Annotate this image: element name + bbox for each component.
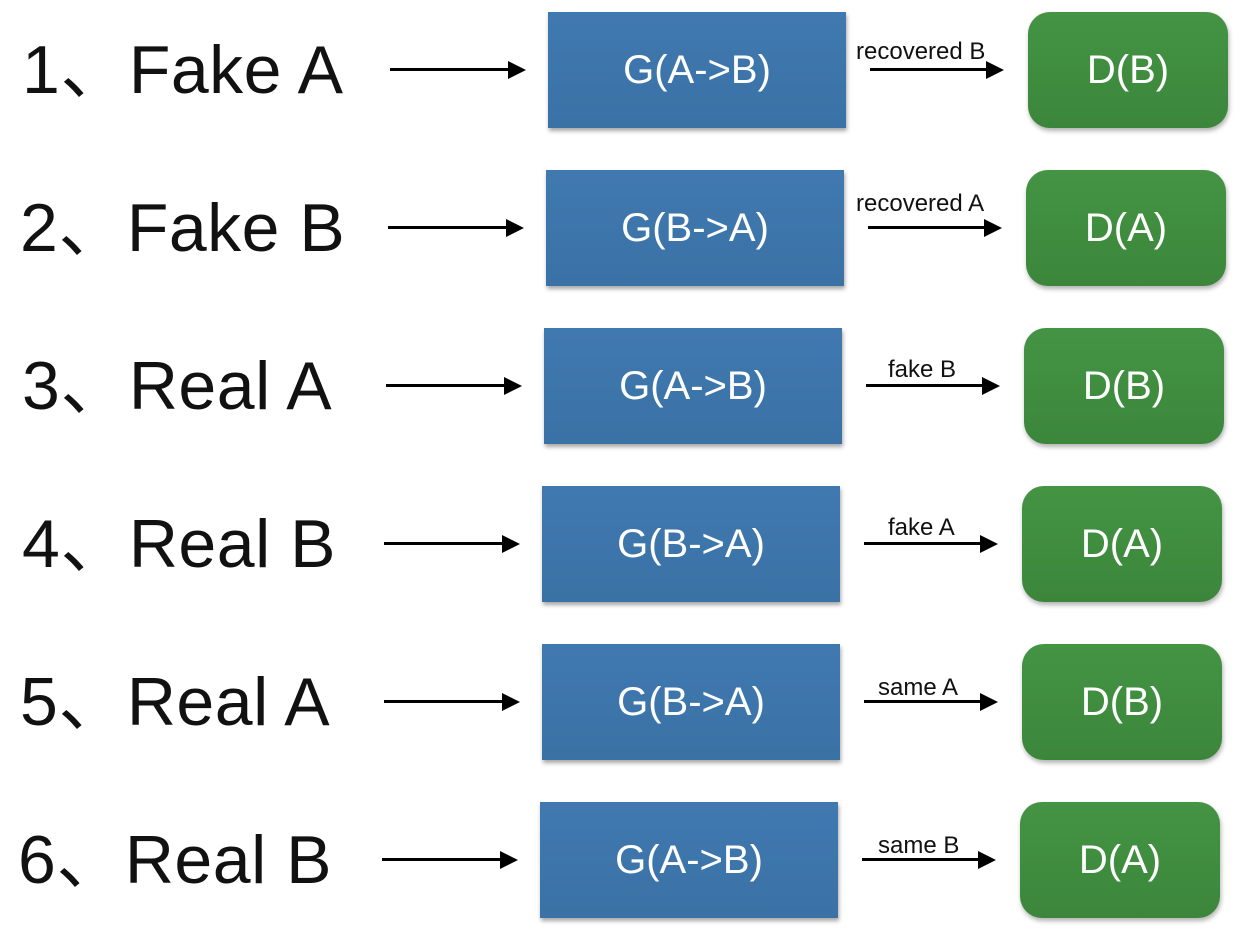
generator-box: G(B->A) bbox=[542, 486, 840, 602]
input-arrow bbox=[382, 848, 518, 872]
output-arrow bbox=[864, 690, 1000, 714]
edge-label: same A bbox=[878, 674, 959, 701]
edge-label: same B bbox=[878, 832, 960, 859]
edge-label: fake B bbox=[888, 356, 957, 383]
generator-box: G(B->A) bbox=[542, 644, 840, 760]
diagram-row-6: 6、Real B G(A->B) same B D(A) bbox=[0, 800, 1244, 920]
row-label: 5、Real A bbox=[20, 664, 331, 740]
discriminator-box: D(B) bbox=[1022, 644, 1222, 760]
diagram-row-4: 4、Real B G(B->A) fake A D(A) bbox=[0, 484, 1244, 604]
row-label: 1、Fake A bbox=[22, 32, 344, 108]
output-arrow bbox=[866, 374, 1002, 398]
row-label: 2、Fake B bbox=[20, 190, 346, 266]
input-arrow bbox=[386, 374, 522, 398]
row-label: 4、Real B bbox=[22, 506, 336, 582]
input-arrow bbox=[384, 532, 520, 556]
generator-box: G(A->B) bbox=[548, 12, 846, 128]
diagram-row-3: 3、Real A G(A->B) fake B D(B) bbox=[0, 326, 1244, 446]
discriminator-box: D(A) bbox=[1022, 486, 1222, 602]
generator-box: G(B->A) bbox=[546, 170, 844, 286]
row-label: 3、Real A bbox=[22, 348, 333, 424]
diagram-row-2: 2、Fake B G(B->A) recovered A D(A) bbox=[0, 168, 1244, 288]
discriminator-box: D(A) bbox=[1020, 802, 1220, 918]
output-arrow bbox=[870, 58, 1006, 82]
output-arrow bbox=[868, 216, 1004, 240]
diagram-row-1: 1、Fake A G(A->B) recovered B D(B) bbox=[0, 10, 1244, 130]
output-arrow bbox=[864, 532, 1000, 556]
input-arrow bbox=[390, 58, 526, 82]
edge-label: recovered B bbox=[856, 38, 986, 65]
input-arrow bbox=[384, 690, 520, 714]
discriminator-box: D(B) bbox=[1024, 328, 1224, 444]
row-label: 6、Real B bbox=[18, 822, 332, 898]
generator-box: G(A->B) bbox=[544, 328, 842, 444]
edge-label: recovered A bbox=[856, 190, 985, 217]
output-arrow bbox=[862, 848, 998, 872]
generator-box: G(A->B) bbox=[540, 802, 838, 918]
discriminator-box: D(B) bbox=[1028, 12, 1228, 128]
diagram-row-5: 5、Real A G(B->A) same A D(B) bbox=[0, 642, 1244, 762]
discriminator-box: D(A) bbox=[1026, 170, 1226, 286]
input-arrow bbox=[388, 216, 524, 240]
edge-label: fake A bbox=[888, 514, 955, 541]
